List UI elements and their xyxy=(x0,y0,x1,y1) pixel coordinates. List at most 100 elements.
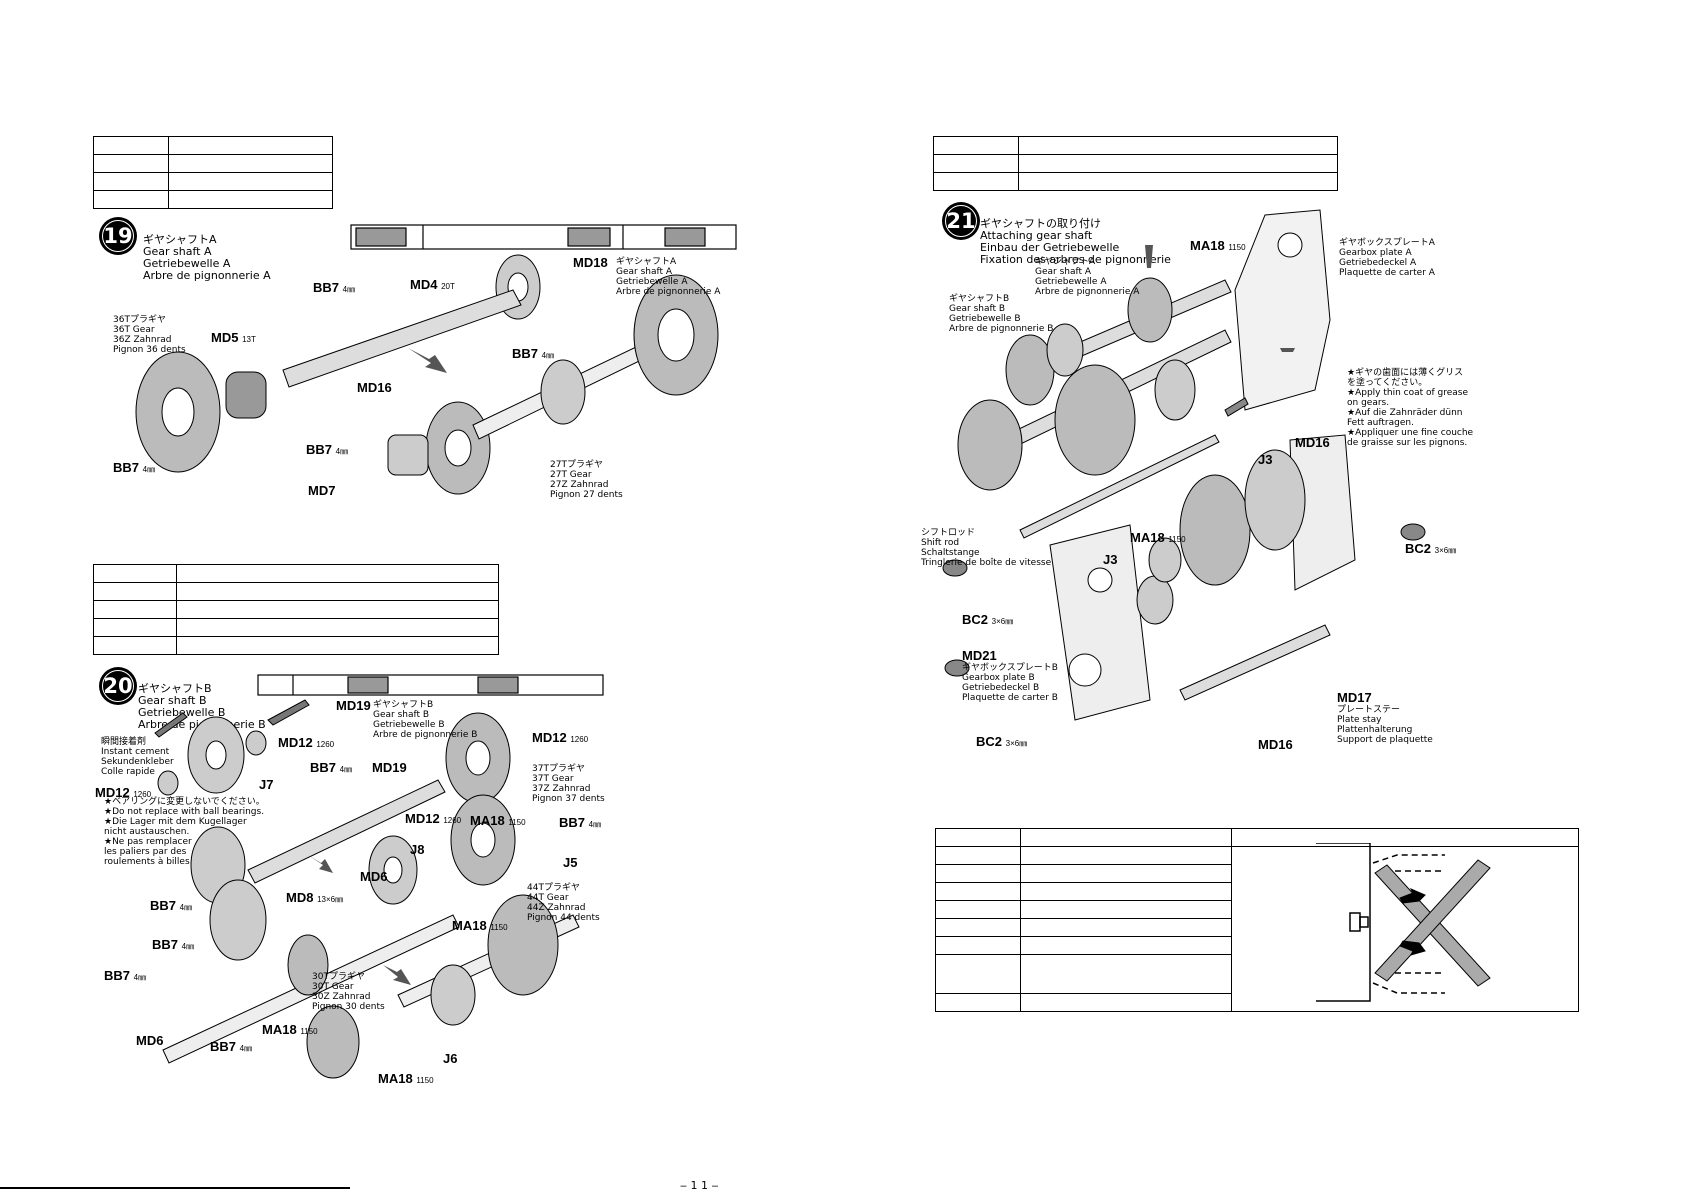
step-20-badge: 20 xyxy=(99,667,137,705)
cement-tube-icon xyxy=(154,699,310,738)
ma18-label-4: MA18 1150 xyxy=(378,1071,434,1086)
md6-label-1: MD6 xyxy=(360,869,388,884)
gear-36t-drawing xyxy=(135,351,221,473)
md17-stay-drawing xyxy=(1179,624,1331,701)
bb7-label-3: BB7 4㎜ xyxy=(306,442,349,457)
ma18-label-2: MA18 1150 xyxy=(1130,530,1186,545)
j8-label: J8 xyxy=(410,842,425,857)
j7-drawing xyxy=(157,716,267,796)
bb7-label-4: BB7 4㎜ xyxy=(152,937,195,952)
step19-diagram xyxy=(135,224,737,495)
bottom-rule xyxy=(0,1187,350,1189)
ma18-label-1: MA18 1150 xyxy=(1190,238,1246,253)
md19-desc: ギヤシャフトB Gear shaft B Getriebewelle B Arb… xyxy=(373,700,478,740)
bc2-label-2: BC2 3×6㎜ xyxy=(962,612,1014,627)
title-jp: ギヤシャフトの取り付け xyxy=(980,217,1101,230)
title-en: Gear shaft B xyxy=(138,694,207,707)
assembly-arrow-icon xyxy=(308,855,411,985)
j8-drawing xyxy=(368,835,418,905)
md19-label: MD19 xyxy=(372,760,407,775)
gearbox-plate-a-label: ギヤボックスプレートA Gearbox plate A Getriebedeck… xyxy=(1339,238,1435,278)
md12-label-1: MD12 1260 xyxy=(278,735,335,750)
gear-30t-label: 30Tプラギヤ 30T Gear 30Z Zahnrad Pignon 30 d… xyxy=(312,972,385,1012)
md7-drawing xyxy=(387,434,429,476)
gearbox-assembly-drawing xyxy=(1049,434,1356,721)
ma18-label-3: MA18 1150 xyxy=(262,1022,318,1037)
bc2-label-1: BC2 3×6㎜ xyxy=(1405,541,1457,556)
md18-label: MD18 xyxy=(573,255,608,270)
step20-diagram xyxy=(154,674,604,1079)
md12-label-3: MD12 1260 xyxy=(95,785,152,800)
bb7-label-2: BB7 4㎜ xyxy=(512,346,555,361)
md19-top-label: MD19 xyxy=(336,698,371,713)
bb7-label-4: BB7 4㎜ xyxy=(113,460,156,475)
assembly-arrow-icon xyxy=(408,348,447,373)
title-en: Attaching gear shaft xyxy=(980,229,1093,242)
cement-label: 瞬間接着剤 Instant cement Sekundenkleber Coll… xyxy=(101,737,174,777)
upper-shafts-drawing xyxy=(957,277,1232,491)
md7-label: MD7 xyxy=(308,483,336,498)
gearbox-plate-a-drawing xyxy=(1234,209,1331,411)
gear-27t-drawing xyxy=(425,401,491,495)
step19-parts-table xyxy=(93,136,333,209)
md17-desc: プレートステー Plate stay Plattenhalterung Supp… xyxy=(1337,705,1433,745)
step-21-badge: 21 xyxy=(942,202,980,240)
bc2-screw-icon xyxy=(942,523,1426,677)
step-21-title: ギヤシャフトの取り付け Attaching gear shaft Einbau … xyxy=(980,206,1171,266)
md16-label-1: MD16 xyxy=(1295,435,1330,450)
gear-shaft-b-label: ギヤシャフトB Gear shaft B Getriebewelle B Arb… xyxy=(949,294,1054,334)
j7-label: J7 xyxy=(259,777,274,792)
bb7-label-6: BB7 4㎜ xyxy=(210,1039,253,1054)
j3-label-2: J3 xyxy=(1103,552,1118,567)
crossed-rods-icon xyxy=(1374,859,1491,987)
mounting-detail-illustration xyxy=(1316,843,1491,1002)
step-19-title: ギヤシャフトA Gear shaft A Getriebewelle A Arb… xyxy=(143,222,271,282)
title-de: Getriebewelle A xyxy=(143,257,231,270)
md16-shaft-drawing xyxy=(282,289,522,388)
bc2-label-3: BC2 3×6㎜ xyxy=(976,734,1028,749)
title-de: Getriebewelle B xyxy=(138,706,226,719)
step21-diagram xyxy=(942,209,1426,721)
gear-44t-drawing xyxy=(450,794,516,886)
j5-label: J5 xyxy=(563,855,578,870)
md16-label: MD16 xyxy=(357,380,392,395)
md17-label: MD17 xyxy=(1337,690,1372,705)
step-19-badge: 19 xyxy=(99,217,137,255)
gear-shaft-b-assembly-2 xyxy=(397,894,580,1026)
shift-rod-label: シフトロッド Shift rod Schaltstange Tringlerie… xyxy=(921,528,1052,568)
bottom-right-table xyxy=(935,828,1579,1012)
bb7-label-3: BB7 4㎜ xyxy=(150,898,193,913)
grease-note: ★ギヤの歯面には薄くグリス を塗ってください。 ★Apply thin coat… xyxy=(1347,368,1474,448)
gear-shaft-a-drawing xyxy=(350,224,737,250)
j6-label: J6 xyxy=(443,1051,458,1066)
gear-36t-label: 36Tプラギヤ 36T Gear 36Z Zahnrad Pignon 36 d… xyxy=(113,315,186,355)
md4-label: MD4 20T xyxy=(410,277,455,292)
md21-label: MD21 xyxy=(962,648,997,663)
j3-label-1: J3 xyxy=(1258,452,1273,467)
bearing-warning: ★ベアリングに変更しないでください。 ★Do not replace with … xyxy=(104,797,265,867)
step20-parts-table xyxy=(93,564,499,655)
gear-37t-drawing xyxy=(445,712,511,804)
md5-gear-drawing xyxy=(225,371,267,419)
gear-44t-label: 44Tプラギヤ 44T Gear 44Z Zahnrad Pignon 44 d… xyxy=(527,883,600,923)
gear-shaft-a-label: ギヤシャフトA Gear shaft A Getriebewelle A Arb… xyxy=(1035,257,1140,297)
title-de: Einbau der Getriebewelle xyxy=(980,241,1120,254)
title-en: Gear shaft A xyxy=(143,245,212,258)
bb7-label-2: BB7 4㎜ xyxy=(559,815,602,830)
pointer-arrow-icon xyxy=(1399,888,1426,956)
md18-desc: ギヤシャフトA Gear shaft A Getriebewelle A Arb… xyxy=(616,257,721,297)
title-jp: ギヤシャフトA xyxy=(143,233,217,246)
title-fr: Fixation des arbres de pignonnerie xyxy=(980,253,1171,266)
gearbox-plate-b-label: ギヤボックスプレートB Gearbox plate B Getriebedeck… xyxy=(962,663,1058,703)
md16-label-2: MD16 xyxy=(1258,737,1293,752)
bb7-label-1: BB7 4㎜ xyxy=(313,280,356,295)
bb7-label-1: BB7 4㎜ xyxy=(310,760,353,775)
gear-37t-label: 37Tプラギヤ 37T Gear 37Z Zahnrad Pignon 37 d… xyxy=(532,764,605,804)
page-number: ‒ 1 1 ‒ xyxy=(680,1179,719,1192)
md12-label-2: MD12 1260 xyxy=(532,730,589,745)
md6-label-2: MD6 xyxy=(136,1033,164,1048)
md12-label-4: MD12 1260 xyxy=(405,811,462,826)
title-fr: Arbre de pignonnerie A xyxy=(143,269,271,282)
ma18-label-1: MA18 1150 xyxy=(470,813,526,828)
md8-label: MD8 13×6㎜ xyxy=(286,890,344,905)
